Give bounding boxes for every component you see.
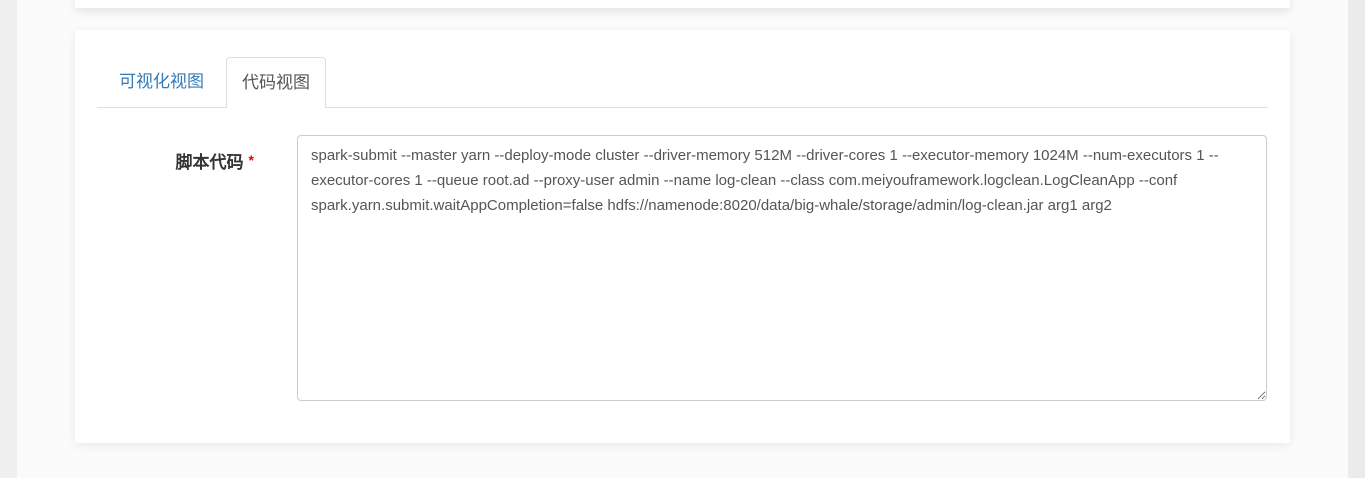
tab-code-view[interactable]: 代码视图 bbox=[226, 57, 326, 108]
script-editor-card: 可视化视图 代码视图 脚本代码* spark-submit --master y… bbox=[75, 30, 1290, 443]
previous-card-bottom-edge bbox=[75, 0, 1290, 8]
script-code-form-row: 脚本代码* spark-submit --master yarn --deplo… bbox=[97, 135, 1268, 401]
view-tabs: 可视化视图 代码视图 bbox=[97, 57, 1268, 108]
script-code-label-text: 脚本代码 bbox=[175, 153, 244, 172]
left-gutter bbox=[0, 0, 17, 478]
right-scrollbar-track[interactable] bbox=[1348, 0, 1365, 478]
required-asterisk: * bbox=[248, 152, 254, 168]
script-code-label: 脚本代码* bbox=[97, 135, 297, 401]
tab-visual-view[interactable]: 可视化视图 bbox=[119, 72, 204, 91]
script-code-textarea[interactable]: spark-submit --master yarn --deploy-mode… bbox=[297, 135, 1267, 401]
